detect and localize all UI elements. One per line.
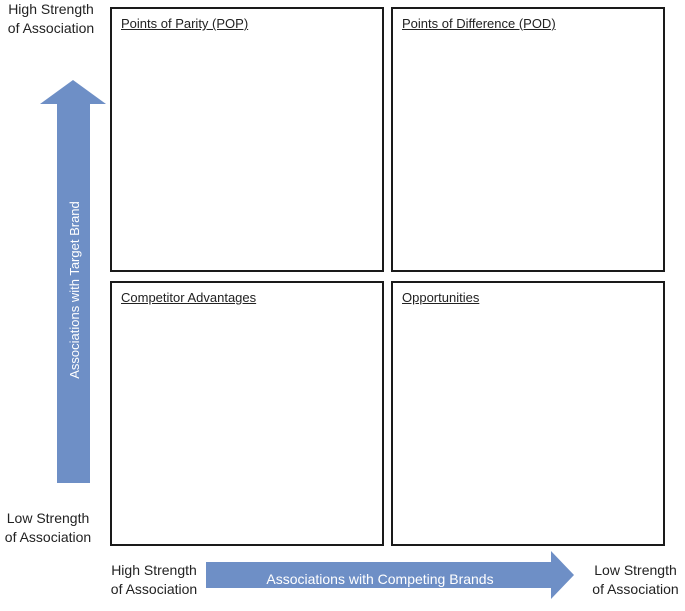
x-axis-low-label-line1: Low Strength (594, 562, 677, 578)
y-axis-high-label: High Strength of Association (0, 0, 102, 38)
y-axis-high-label-line2: of Association (7, 20, 95, 36)
y-axis-low-label: Low Strength of Association (0, 509, 96, 547)
y-axis-high-label-line1: High Strength (8, 1, 94, 17)
vertical-axis-label: Associations with Target Brand (67, 201, 82, 379)
quadrant-title: Points of Difference (POD) (402, 16, 556, 31)
quadrant-points-of-parity: Points of Parity (POP) (110, 7, 384, 272)
y-axis-low-label-line2: of Association (4, 529, 92, 545)
quadrant-points-of-difference: Points of Difference (POD) (391, 7, 665, 272)
vertical-arrow-shape (40, 80, 106, 483)
x-axis-high-label-line2: of Association (110, 581, 198, 597)
x-axis-high-label: High Strength of Association (104, 561, 204, 599)
quadrant-opportunities: Opportunities (391, 281, 665, 546)
horizontal-axis-label: Associations with Competing Brands (266, 571, 494, 587)
horizontal-arrow-shape (206, 551, 574, 599)
quadrant-title: Competitor Advantages (121, 290, 257, 305)
horizontal-axis-arrow (206, 551, 574, 599)
x-axis-low-label: Low Strength of Association (586, 561, 685, 599)
quadrant-competitor-advantages: Competitor Advantages (110, 281, 384, 546)
x-axis-high-label-line1: High Strength (111, 562, 197, 578)
quadrant-title: Points of Parity (POP) (121, 16, 249, 31)
y-axis-low-label-line1: Low Strength (6, 510, 90, 526)
quadrant-title: Opportunities (402, 290, 480, 305)
vertical-axis-arrow (40, 80, 106, 483)
x-axis-low-label-line2: of Association (592, 581, 679, 597)
